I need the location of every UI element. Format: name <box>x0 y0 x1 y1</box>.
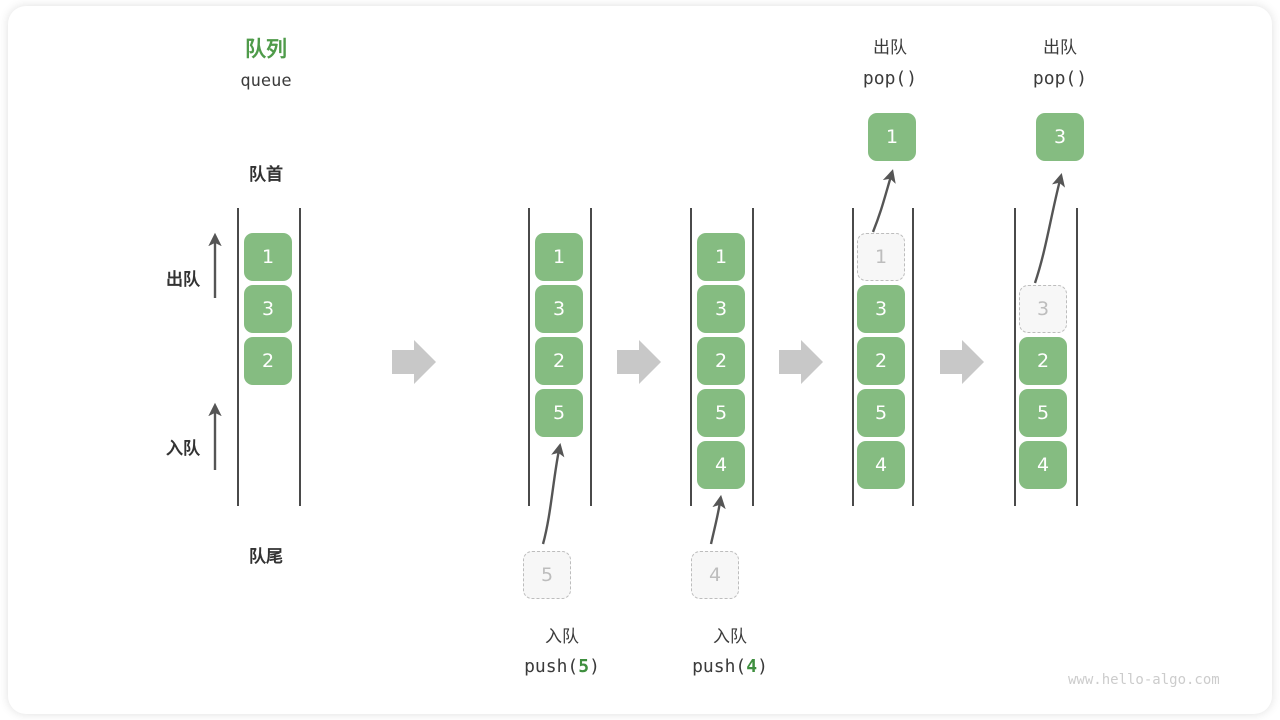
queue-item: 3 <box>244 285 292 333</box>
rail-left <box>237 208 239 506</box>
transition-arrow-3 <box>779 340 823 384</box>
queue-item: 2 <box>857 337 905 385</box>
pop-1-arrow <box>871 169 896 233</box>
queue-item: 1 <box>697 233 745 281</box>
rail-right <box>752 208 754 506</box>
queue-item: 3 <box>535 285 583 333</box>
dequeue-side-label: 出队 <box>166 270 200 290</box>
transition-arrow-4 <box>940 340 984 384</box>
queue-item: 2 <box>535 337 583 385</box>
rail-left <box>1014 208 1016 506</box>
queue-item-new: 5 <box>535 389 583 437</box>
rail-right <box>590 208 592 506</box>
rail-left <box>528 208 530 506</box>
pop-label-cn: 出队 <box>1043 38 1077 58</box>
pop-label-cn: 出队 <box>873 38 907 58</box>
popped-item: 1 <box>868 113 916 161</box>
push-label-code: push(5) <box>477 656 647 677</box>
enqueue-side-label: 入队 <box>166 439 200 459</box>
queue-item: 4 <box>857 441 905 489</box>
push-label-cn: 入队 <box>713 627 747 647</box>
push-code-prefix: push( <box>692 656 747 677</box>
queue-item: 5 <box>1019 389 1067 437</box>
queue-item: 1 <box>535 233 583 281</box>
push-code-value: 5 <box>578 656 590 677</box>
rail-right <box>912 208 914 506</box>
rail-right <box>1076 208 1078 506</box>
incoming-ghost-item: 4 <box>691 551 739 599</box>
push-5-arrow <box>541 442 565 545</box>
queue-item: 3 <box>857 285 905 333</box>
rail-left <box>690 208 692 506</box>
push-label-cn: 入队 <box>545 627 579 647</box>
incoming-ghost-item: 5 <box>523 551 571 599</box>
queue-item-removed: 3 <box>1019 285 1067 333</box>
pop-label-code: pop() <box>1032 68 1088 89</box>
push-code-value: 4 <box>746 656 758 677</box>
push-code-prefix: push( <box>524 656 579 677</box>
diagram-title-en: queue <box>240 71 292 91</box>
push-4-arrow <box>709 494 726 545</box>
queue-item: 5 <box>697 389 745 437</box>
push-code-suffix: ) <box>757 656 768 677</box>
watermark: www.hello-algo.com <box>1068 672 1220 688</box>
queue-item: 2 <box>244 337 292 385</box>
queue-item: 1 <box>244 233 292 281</box>
queue-item: 3 <box>697 285 745 333</box>
push-label-code: push(4) <box>645 656 815 677</box>
transition-arrow-2 <box>617 340 661 384</box>
diagram-stage: 队列 queue 队首 队尾 出队 入队 1 3 2 1 3 2 5 5 入队 … <box>8 6 1272 714</box>
queue-item: 2 <box>697 337 745 385</box>
queue-item: 4 <box>1019 441 1067 489</box>
diagram-title-cn: 队列 <box>245 37 287 61</box>
pop-3-arrow <box>1033 173 1066 284</box>
queue-item-new: 4 <box>697 441 745 489</box>
queue-item: 2 <box>1019 337 1067 385</box>
rail-right <box>299 208 301 506</box>
transition-arrow-1 <box>392 340 436 384</box>
diagram-card: 队列 queue 队首 队尾 出队 入队 1 3 2 1 3 2 5 5 入队 … <box>8 6 1272 714</box>
rail-left <box>852 208 854 506</box>
queue-front-label: 队首 <box>249 165 283 185</box>
queue-item: 5 <box>857 389 905 437</box>
queue-rear-label: 队尾 <box>249 547 283 567</box>
arrows-overlay <box>208 169 1066 545</box>
queue-item-removed: 1 <box>857 233 905 281</box>
popped-item: 3 <box>1036 113 1084 161</box>
push-code-suffix: ) <box>589 656 600 677</box>
pop-label-code: pop() <box>862 68 918 89</box>
